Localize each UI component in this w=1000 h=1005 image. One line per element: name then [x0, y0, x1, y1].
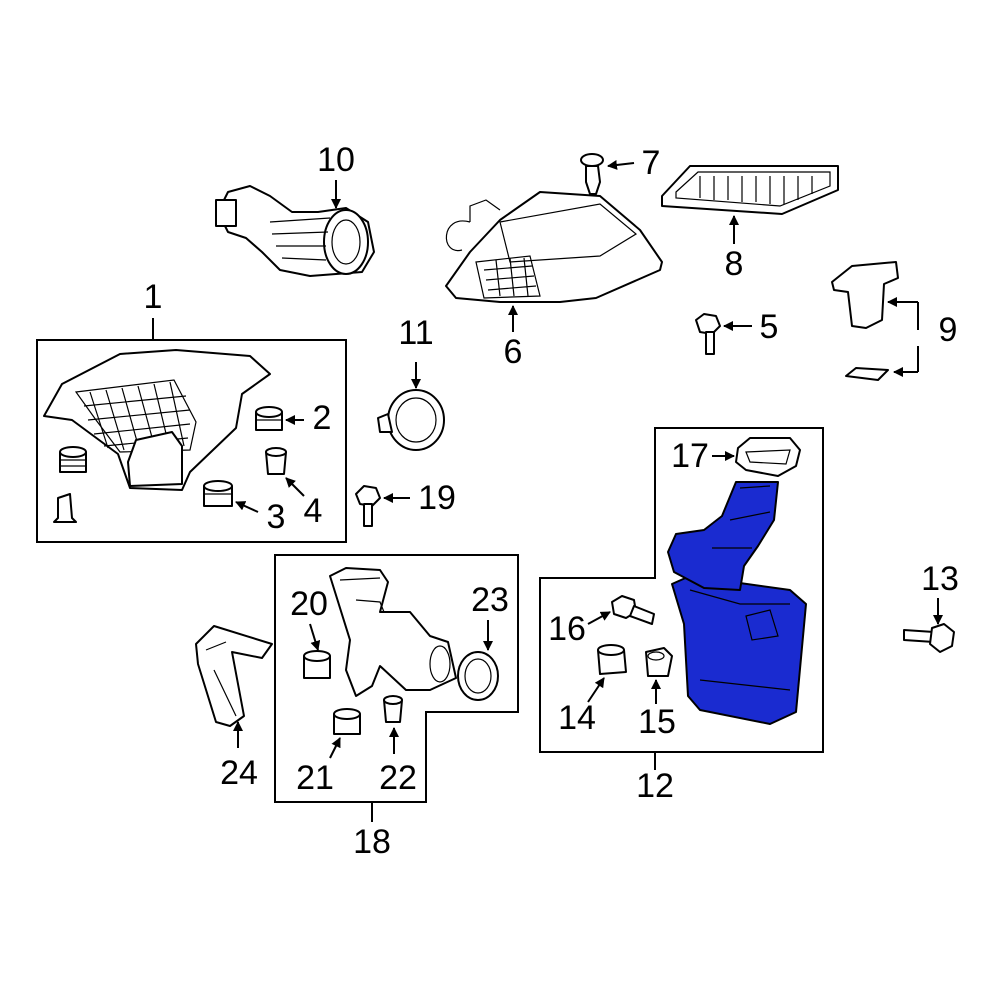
part-1-air-box: [43, 349, 271, 491]
callout-16: 16: [548, 610, 586, 648]
callout-11: 11: [398, 314, 434, 352]
part-10-intake-duct: [215, 185, 375, 277]
lead-3: [235, 501, 259, 513]
callout-18: 18: [353, 823, 391, 861]
part-9-sensor: [831, 261, 899, 381]
part-13-bolt: [903, 623, 955, 653]
callout-10: 10: [317, 141, 355, 179]
callout-2: 2: [312, 399, 332, 437]
part-7-clip: [580, 153, 604, 195]
callout-17: 17: [671, 437, 709, 475]
group-box-1: [36, 339, 347, 543]
part-4-bushing: [265, 447, 287, 475]
callout-21: 21: [296, 759, 334, 797]
callout-13: 13: [921, 560, 959, 598]
callout-14: 14: [558, 699, 596, 737]
callout-23: 23: [471, 581, 509, 619]
part-15-bushing: [645, 647, 673, 677]
callout-3: 3: [266, 498, 286, 536]
lead-4: [285, 477, 305, 497]
part-19-bolt: [355, 485, 381, 527]
resonator-body: [671, 575, 807, 725]
part-11-clamp: [377, 389, 445, 451]
callout-22: 22: [379, 759, 417, 797]
group-box-18: [274, 554, 519, 803]
part-24-bracket: [195, 625, 273, 727]
lead-14: [587, 677, 605, 703]
lead-21: [329, 737, 341, 759]
part-grommet-b: [53, 493, 77, 523]
part-17-seal: [735, 437, 801, 477]
lead-16: [587, 611, 611, 625]
part-5-bolt: [695, 313, 721, 355]
part-23-clamp: [457, 651, 499, 701]
callout-19: 19: [418, 479, 456, 517]
callout-12: 12: [636, 767, 674, 805]
callout-24: 24: [220, 754, 258, 792]
part-18-duct: [329, 567, 457, 697]
callout-6: 6: [503, 333, 523, 371]
part-14-spacer: [597, 644, 627, 675]
callout-15: 15: [638, 703, 676, 741]
lead-7: [607, 160, 635, 170]
callout-9: 9: [938, 311, 958, 349]
callout-4: 4: [303, 492, 323, 530]
group-box-12: [539, 427, 824, 753]
part-20-grommet: [303, 650, 331, 679]
part-8-air-filter: [661, 165, 839, 215]
callout-1: 1: [143, 278, 163, 316]
part-21-grommet: [333, 708, 361, 735]
part-grommet-a: [59, 446, 87, 473]
lead-20: [309, 623, 321, 651]
part-3-grommet: [203, 480, 233, 507]
part-6-cover: [445, 191, 663, 303]
part-16-bolt: [611, 595, 655, 625]
resonator-neck: [667, 481, 779, 591]
callout-20: 20: [290, 585, 328, 623]
callout-5: 5: [759, 308, 779, 346]
part-22-bushing: [383, 695, 403, 723]
callout-7: 7: [641, 144, 661, 182]
callout-8: 8: [724, 245, 744, 283]
part-12-resonator: [667, 481, 807, 725]
part-2-grommet: [255, 406, 283, 431]
